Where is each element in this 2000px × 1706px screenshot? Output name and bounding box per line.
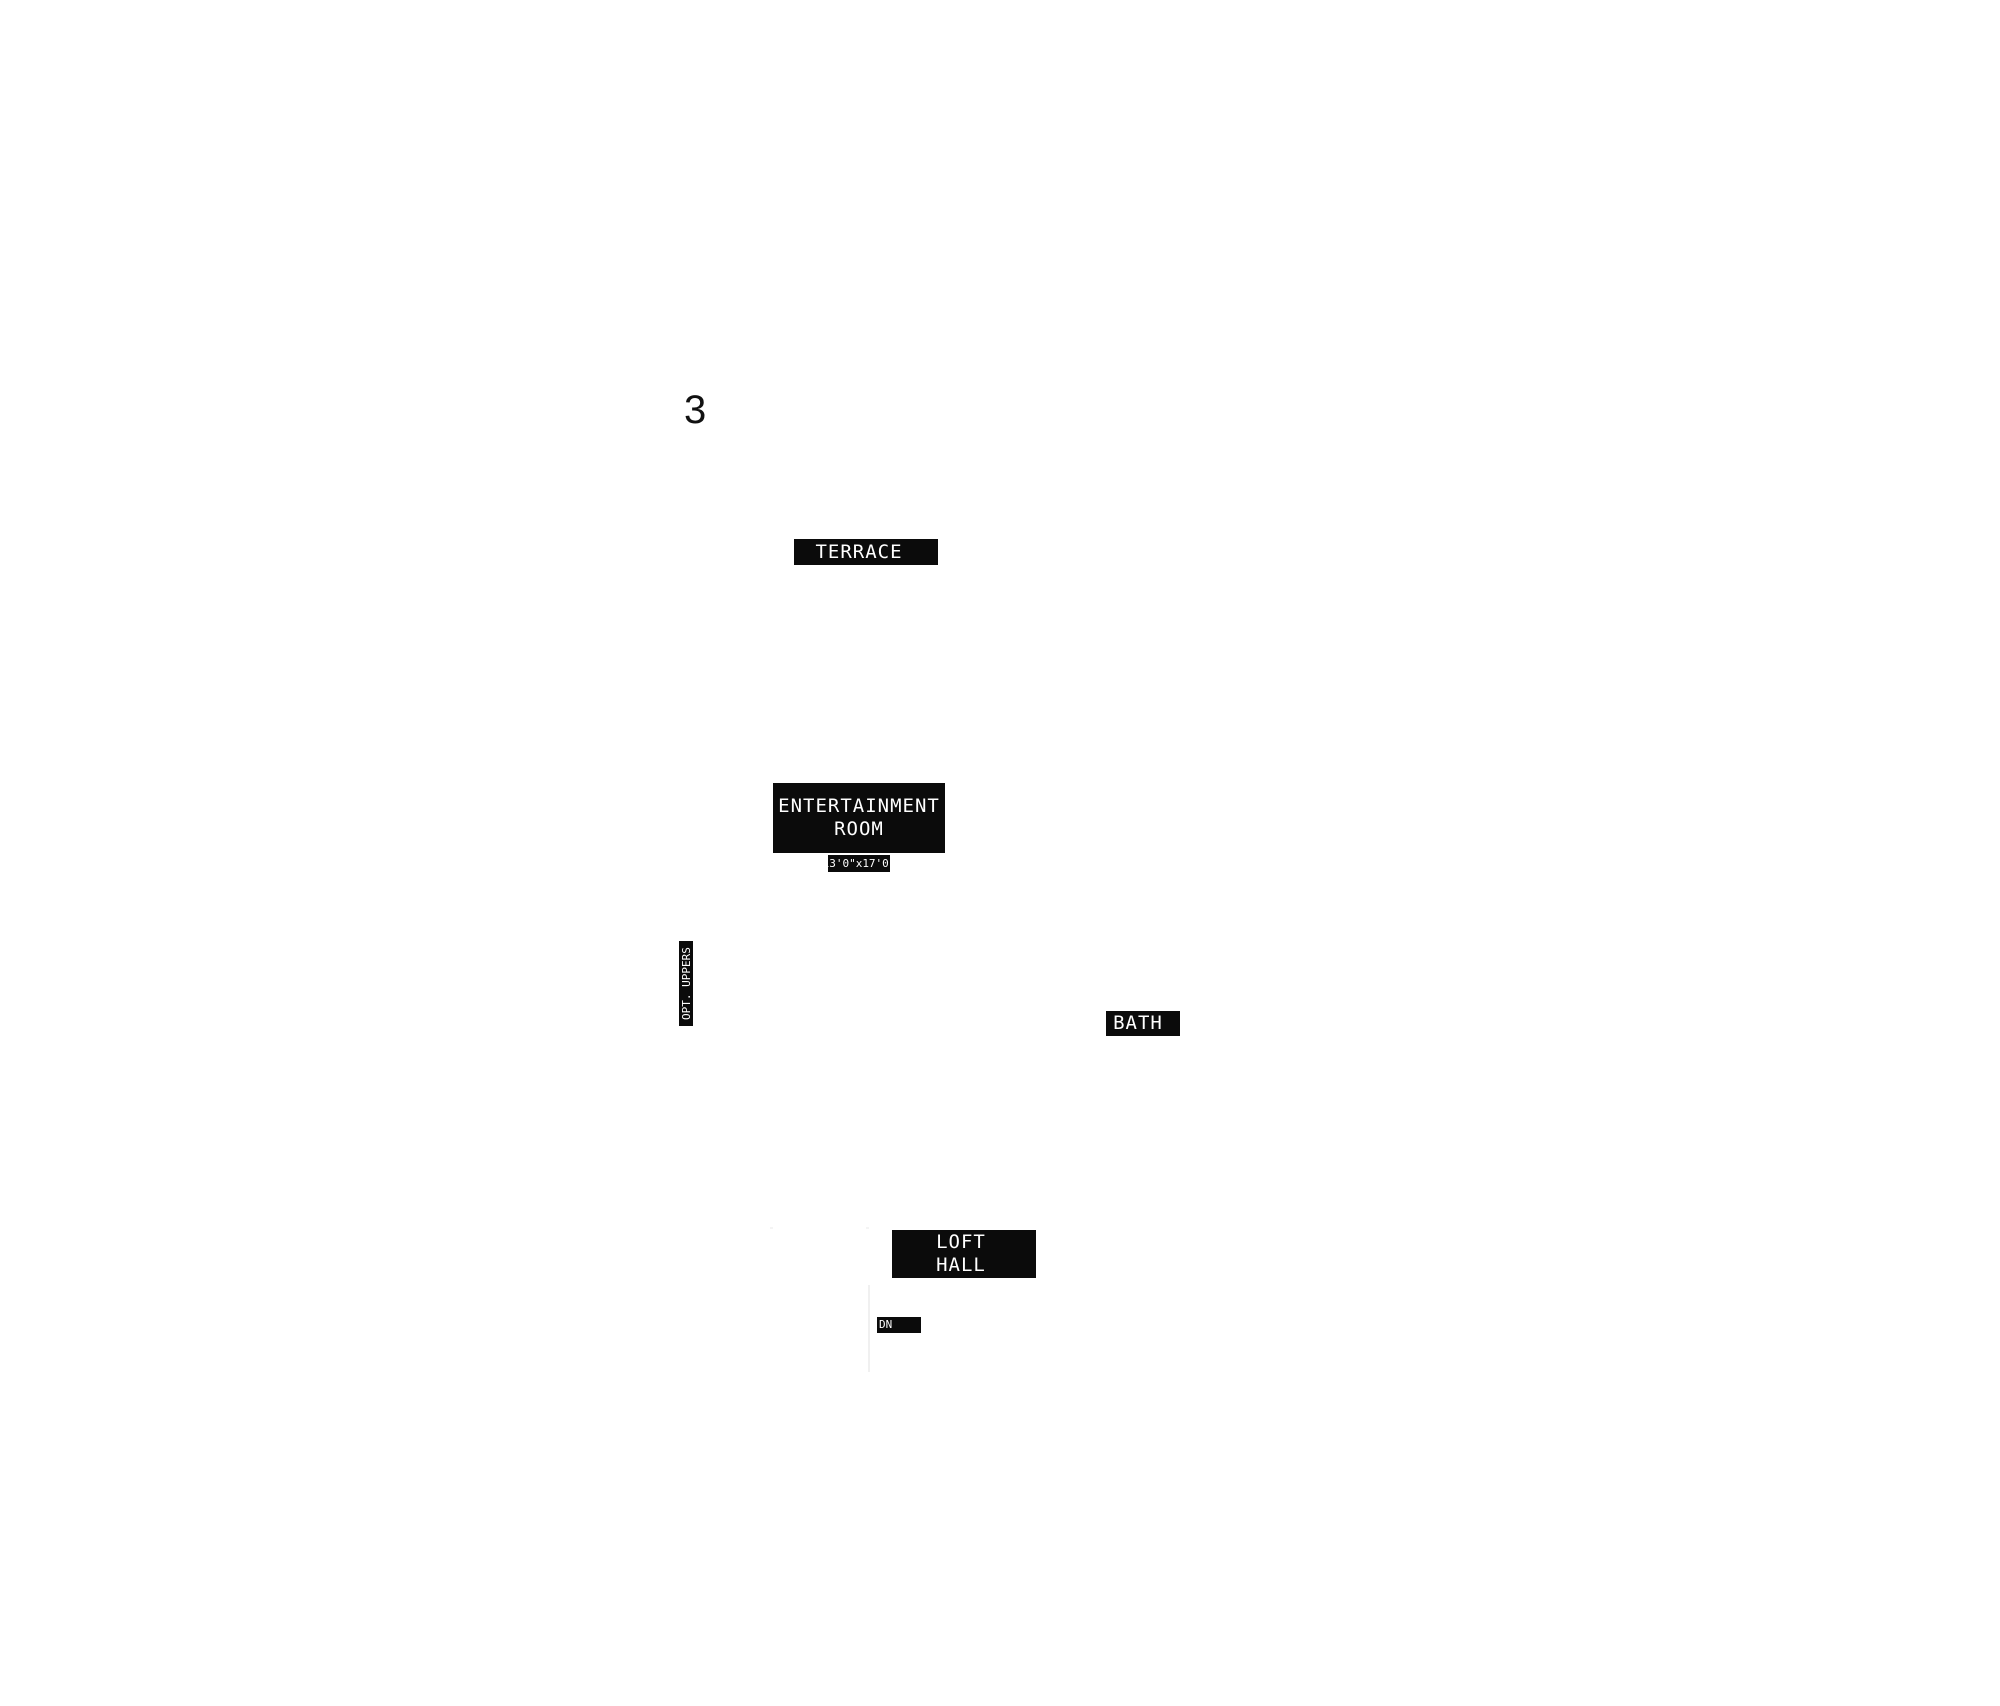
annotation-text: OPT. UPPERS <box>679 947 693 1020</box>
floor-number: 3 <box>684 388 707 432</box>
room-label-entertainment-room: ENTERTAINMENT ROOM <box>773 783 945 853</box>
room-dimensions: 13'0"x17'0" <box>822 856 896 870</box>
stairs-direction: DN <box>879 1318 893 1332</box>
cabinet-annotation: OPT. UPPERS <box>679 941 693 1026</box>
room-name: TERRACE <box>815 540 903 563</box>
room-label-bath: BATH <box>1106 1011 1180 1036</box>
room-label-loft-hall: LOFT HALL <box>892 1230 1036 1278</box>
room-name-line1: ENTERTAINMENT <box>778 795 940 818</box>
room-label-terrace: TERRACE <box>794 539 938 565</box>
stairs-down-label: DN <box>877 1317 921 1333</box>
room-name-line2: HALL <box>936 1254 986 1276</box>
room-name-line1: LOFT <box>936 1231 986 1254</box>
room-name-line2: ROOM <box>834 818 884 840</box>
room-name: BATH <box>1113 1012 1163 1035</box>
room-dimensions-entertainment-room: 13'0"x17'0" <box>823 855 895 872</box>
